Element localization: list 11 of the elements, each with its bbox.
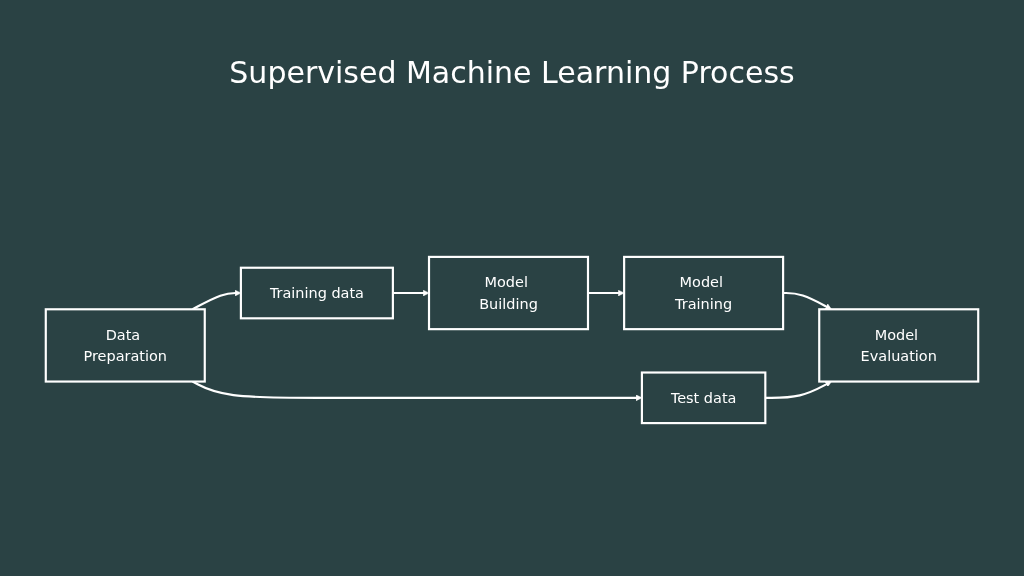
node-box: Model Training xyxy=(623,255,785,331)
node-box: Test data xyxy=(640,371,767,425)
node-box: Data Preparation xyxy=(44,308,206,383)
node-box: Model Evaluation xyxy=(818,308,980,383)
arrow xyxy=(783,291,832,310)
arrow xyxy=(392,289,430,297)
diagram-title: Supervised Machine Learning Process xyxy=(228,54,796,92)
arrow xyxy=(588,289,625,297)
node-box: Model Building xyxy=(427,255,590,331)
node-box: Training data xyxy=(239,266,394,320)
arrow xyxy=(765,381,832,399)
